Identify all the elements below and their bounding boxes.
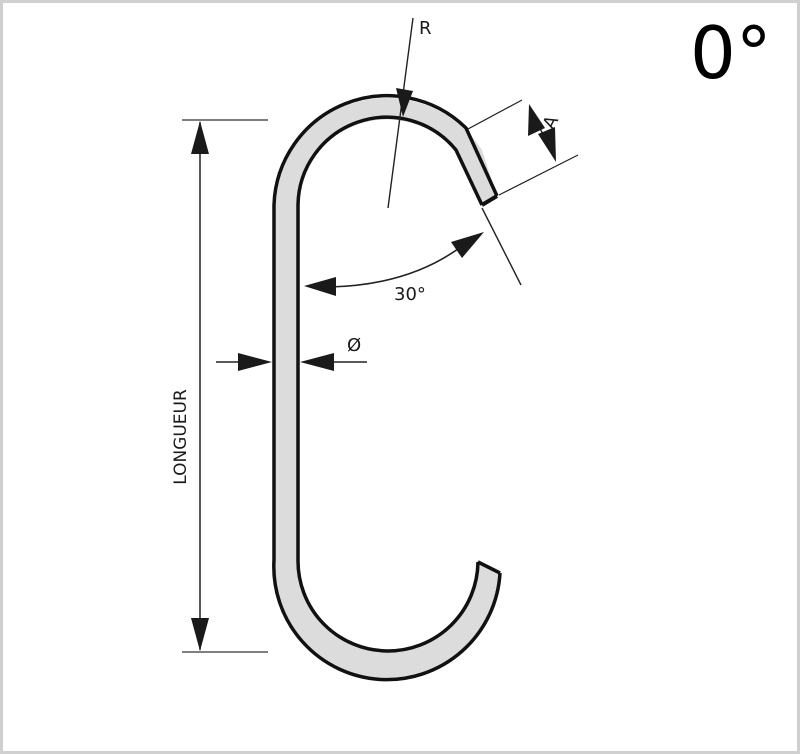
arrow-right-icon [238,353,272,371]
arrow-down-icon [538,127,556,162]
arrow-right-icon [451,232,484,258]
arrow-down-icon [396,88,413,117]
angle-label: 30° [394,284,426,305]
diameter-dimension: Ø [216,335,367,371]
radius-label: R [419,18,432,39]
arrow-up-icon [528,104,545,136]
length-label: LONGUEUR [171,389,191,485]
arrow-left-icon [300,353,334,371]
hook-body [272,93,502,682]
arrow-up-icon [191,121,209,154]
radius-dimension: R [387,17,432,209]
length-dimension: LONGUEUR [171,119,268,653]
diameter-label: Ø [347,335,361,356]
twist-angle-title: 0° [690,11,772,95]
thickness-label: A [539,112,564,133]
angle-dimension: 30° [304,207,522,305]
arrow-left-icon [304,277,336,296]
arrow-down-icon [191,618,209,651]
